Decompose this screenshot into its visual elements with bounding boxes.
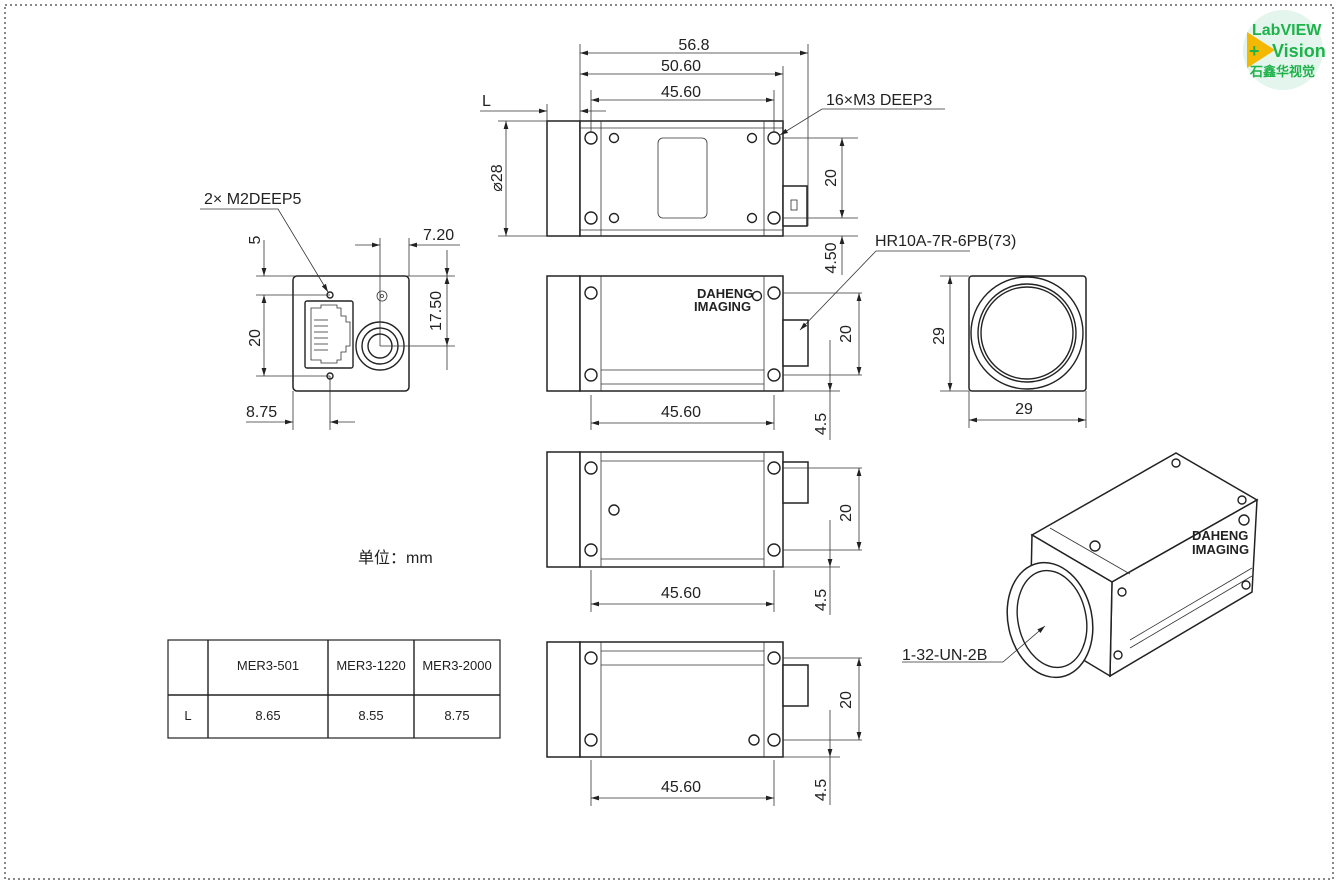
dimension-label: 4.50 [823, 242, 840, 273]
dimension-label: 17.50 [428, 291, 445, 331]
dimension-label: 7.20 [423, 227, 454, 244]
front-view: 29 29 [931, 275, 1087, 428]
table-header: MER3-2000 [422, 658, 491, 673]
dimension-label: 20 [838, 325, 855, 343]
daheng-logo-line2: IMAGING [694, 299, 751, 314]
callout-hirose-connector: HR10A-7R-6PB(73) [875, 233, 1016, 250]
dimension-label: LabVIEW [1252, 22, 1322, 39]
callout-mounting-holes: 16×M3 DEEP3 [826, 92, 932, 109]
dimension-label: 4.5 [813, 779, 830, 801]
table-cell: L [184, 708, 191, 723]
dimension-label: 29 [931, 327, 948, 345]
dimension-label: Vision [1272, 41, 1326, 61]
labview-vision-logo: LabVIEW + Vision 石鑫华视觉 [1243, 10, 1326, 90]
dimension-label: 4.5 [813, 413, 830, 435]
dim-L: L [482, 93, 491, 110]
isometric-view: DAHENG IMAGING 1-32-UN-2B [902, 452, 1259, 679]
table-cell: 8.65 [255, 708, 280, 723]
dimension-label: 45.60 [661, 404, 701, 421]
table-header: MER3-501 [237, 658, 299, 673]
dimension-label: 20 [247, 329, 264, 347]
dimension-label: ⌀28 [489, 164, 506, 192]
dimension-label: 4.5 [813, 589, 830, 611]
dimension-label: + [1249, 41, 1260, 61]
dimension-label: 石鑫华视觉 [1249, 64, 1315, 79]
side-view-3: 45.60 20 4.5 [546, 641, 862, 806]
side-view-1: DAHENG IMAGING 45.60 20 4.5 HR10A-7R-6PB… [546, 233, 1016, 440]
side-view-2: 45.60 20 4.5 [546, 451, 862, 615]
dimension-label: 8.75 [246, 404, 277, 421]
daheng-logo-line1: DAHENG [697, 286, 753, 301]
callout-c-mount: 1-32-UN-2B [902, 647, 987, 664]
dimension-label: 45.60 [661, 585, 701, 602]
model-length-table: MER3-501 MER3-1220 MER3-2000 L 8.65 8.55… [167, 639, 501, 739]
play-icon [1247, 32, 1275, 68]
dimension-label: 20 [838, 691, 855, 709]
dim-50-60: 50.60 [661, 58, 701, 75]
dimension-label: 45.60 [661, 779, 701, 796]
dimension-label: 20 [823, 169, 840, 187]
table-cell: 8.75 [444, 708, 469, 723]
dim-56-8: 56.8 [678, 37, 709, 54]
dimension-label: 5 [247, 235, 264, 244]
top-view: 56.8 50.60 45.60 L ⌀28 20 4.50 16×M3 DEE… [480, 37, 945, 275]
unit-label: 单位：mm [358, 549, 433, 567]
dimension-label: 20 [838, 504, 855, 522]
dimension-label: 29 [1015, 401, 1033, 418]
table-cell: 8.55 [358, 708, 383, 723]
page-border [4, 4, 1334, 880]
iso-logo-line2: IMAGING [1192, 542, 1249, 557]
back-view: 2× M2DEEP5 5 20 7.20 17.50 8.75 [200, 191, 460, 430]
callout-m2-holes: 2× M2DEEP5 [204, 191, 301, 208]
dim-45-60: 45.60 [661, 84, 701, 101]
table-header: MER3-1220 [336, 658, 405, 673]
iso-logo-line1: DAHENG [1192, 528, 1248, 543]
